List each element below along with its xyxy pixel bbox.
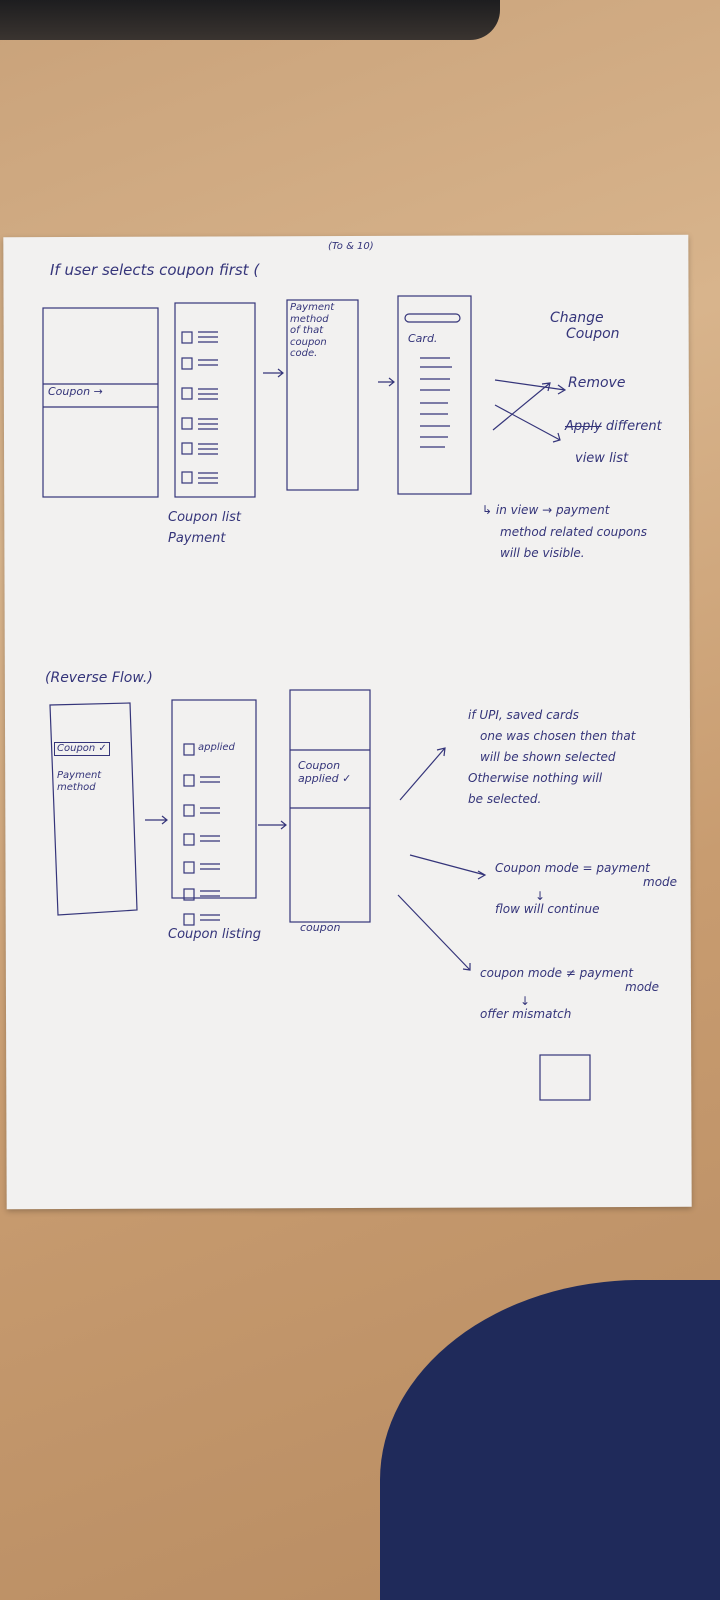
arrow-icon <box>494 379 567 395</box>
coupon-caption: coupon <box>300 921 341 934</box>
arrow-icon <box>494 404 561 443</box>
coupon-row-label: Coupon → <box>48 385 103 398</box>
wireframe-checkout-screen-reverse <box>49 702 138 916</box>
list-item <box>183 743 195 756</box>
applied-label: applied <box>198 742 235 753</box>
list-item <box>181 357 218 370</box>
arrow-icon <box>145 815 168 825</box>
arrow-icon <box>263 368 284 378</box>
wireframe-payment-method-screen <box>286 299 359 491</box>
coupon-listing-caption: Coupon listing <box>168 927 262 942</box>
list-item <box>183 804 195 817</box>
dark-object <box>0 0 500 40</box>
coupon-list-items <box>181 331 218 484</box>
arrow-icon <box>397 894 471 971</box>
wireframe-coupon-listing <box>171 699 257 899</box>
option-remove: Remove <box>568 375 626 391</box>
pill-shape <box>404 313 461 323</box>
list-item <box>181 331 218 344</box>
list-item <box>183 833 195 846</box>
list-item <box>183 913 195 926</box>
arrow-icon <box>409 854 487 880</box>
arrow-icon <box>378 377 395 387</box>
wireframe-checkout-screen <box>42 307 159 498</box>
list-item <box>181 442 218 455</box>
list-item <box>181 471 218 484</box>
wireframe-card-screen <box>397 295 472 495</box>
arrow-icon <box>492 382 551 431</box>
arrow-icon <box>399 747 446 801</box>
offer-mismatch-box <box>539 1054 591 1101</box>
option-view-list: view list <box>575 451 629 466</box>
list-item <box>181 417 218 430</box>
card-label: Card. <box>408 332 438 345</box>
option-apply-different: Apply different <box>565 419 662 434</box>
coupon-listing-items <box>183 743 220 926</box>
list-item <box>181 387 218 400</box>
list-item <box>183 861 195 874</box>
wireframe-coupon-list <box>174 302 256 498</box>
list-item <box>183 774 195 787</box>
list-item <box>183 888 195 901</box>
arrow-icon <box>258 820 287 830</box>
header-note: (To & 10) <box>328 241 374 252</box>
wireframe-coupon-screen <box>289 689 371 923</box>
coupon-applied-chip: Coupon ✓ <box>54 742 110 756</box>
text-lines <box>420 357 452 448</box>
reverse-flow-title: (Reverse Flow.) <box>45 670 153 686</box>
page-title: If user selects coupon first ( <box>50 261 260 279</box>
